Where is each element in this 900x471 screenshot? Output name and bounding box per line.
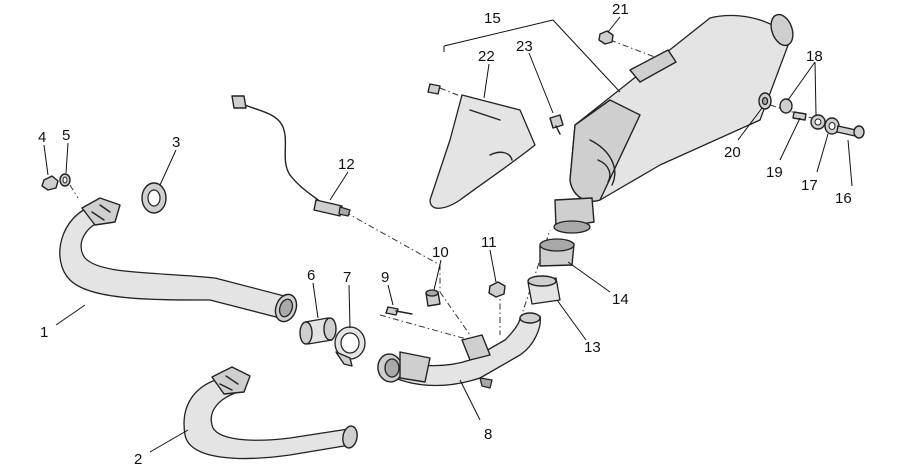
callout-9: 9 [381,269,389,286]
part-19-bushing [792,111,807,121]
callout-1: 1 [40,324,48,341]
callout-11: 11 [481,234,497,251]
part-13-ring [527,275,561,305]
assembly-line-bolt [379,314,471,341]
leader-lines [43,16,853,453]
callout-18: 18 [806,48,823,65]
part-7-clamp [334,326,366,367]
callout-7: 7 [343,269,351,286]
callout-13: 13 [584,339,601,356]
callout-22: 22 [478,48,495,65]
assembly-line-spacer [439,291,471,336]
header-flange-2 [211,366,251,395]
callout-2: 2 [134,451,142,468]
callout-12: 12 [338,156,355,173]
callout-labels: 1 2 3 4 5 6 7 8 9 10 11 12 13 14 15 16 1… [38,1,852,468]
part-20-grommet [758,92,772,110]
callout-8: 8 [484,426,492,443]
part-8-collector [377,312,541,389]
part-16-bolt [836,125,865,139]
callout-19: 19 [766,164,783,181]
assembly-line-nut [69,184,79,199]
sensor-connector [231,95,247,109]
callout-4: 4 [38,129,46,146]
shield-screw [427,83,441,95]
part-1-front-header [59,197,298,323]
assembly-line-shield-screw [439,87,471,101]
part-15-silencer [553,13,794,234]
part-3-gasket [141,182,167,214]
part-5-washer [59,173,71,187]
part-2-rear-header [183,366,358,460]
callout-16: 16 [835,190,852,207]
part-12-lambda-sensor [231,95,351,217]
callout-20: 20 [724,144,741,161]
part-4-nut [41,175,59,191]
callout-21: 21 [612,1,629,18]
assembly-line-rings [519,229,551,321]
callout-3: 3 [172,134,180,151]
part-6-sleeve [299,317,337,345]
callout-10: 10 [432,244,449,261]
callout-5: 5 [62,127,70,144]
callout-6: 6 [307,267,315,284]
part-10-spacer [425,289,441,307]
callout-14: 14 [612,291,629,308]
part-9-bolt [385,306,413,316]
part-11-nut [488,281,506,298]
part-18-washers [779,98,826,130]
header-flange-1 [81,197,121,226]
assembly-line-sensor [344,211,441,292]
callout-23: 23 [516,38,533,55]
part-14-clamp-ring [539,238,575,267]
part-22-heat-shield [429,94,536,209]
part-23-screw [549,114,564,135]
part-21-nut [598,30,614,45]
callout-15: 15 [484,10,501,27]
callout-17: 17 [801,177,818,194]
